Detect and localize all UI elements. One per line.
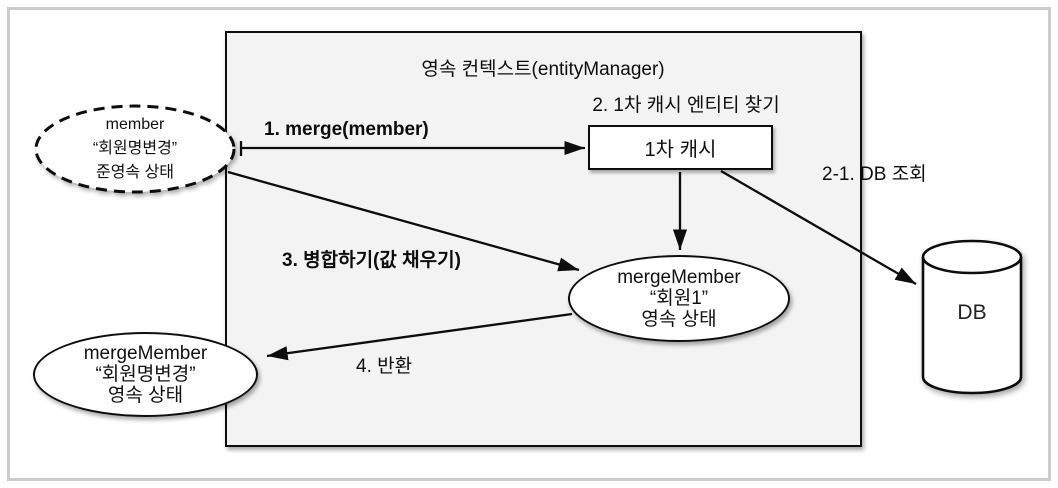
member-name: member	[105, 116, 165, 133]
merge-member-value: “회원1”	[649, 288, 709, 309]
outer-frame	[7, 7, 1051, 481]
merge-member-name: mergeMember	[617, 267, 741, 288]
returned-name: mergeMember	[83, 343, 208, 364]
returned-value: “회원명변경”	[95, 364, 196, 385]
first-cache-label: 1차 캐시	[644, 139, 717, 161]
label-step2-1-db-lookup: 2-1. DB 조회	[822, 164, 927, 185]
persistence-context-title: 영속 컨텍스트(entityManager)	[421, 59, 665, 80]
label-step4-return: 4. 반환	[356, 356, 413, 377]
member-value: “회원명변경”	[92, 140, 178, 157]
label-step3-merge-fill: 3. 병합하기(값 채우기)	[282, 250, 461, 271]
node-merge-member-returned: mergeMember “회원명변경” 영속 상태	[33, 332, 258, 417]
dashed-ellipse-outline	[34, 104, 236, 194]
persistence-context-rect	[225, 31, 862, 447]
label-step2-find-cache: 2. 1차 캐시 엔티티 찾기	[592, 95, 780, 116]
returned-state: 영속 상태	[107, 385, 184, 406]
node-db: DB	[920, 239, 1024, 397]
edge-return-arrow	[266, 312, 573, 361]
edge-merge-fill-arrow	[227, 170, 580, 272]
merge-member-state: 영속 상태	[641, 309, 717, 330]
db-label: DB	[957, 301, 987, 324]
db-cylinder-icon	[921, 239, 1023, 395]
member-state: 준영속 상태	[95, 164, 175, 181]
edge-db-lookup-arrow	[720, 170, 917, 285]
node-merge-member-persistent: mergeMember “회원1” 영속 상태	[568, 255, 790, 342]
node-first-cache: 1차 캐시	[588, 125, 773, 170]
label-step1-merge: 1. merge(member)	[264, 119, 429, 140]
node-member-detached: member “회원명변경” 준영속 상태	[33, 103, 237, 195]
